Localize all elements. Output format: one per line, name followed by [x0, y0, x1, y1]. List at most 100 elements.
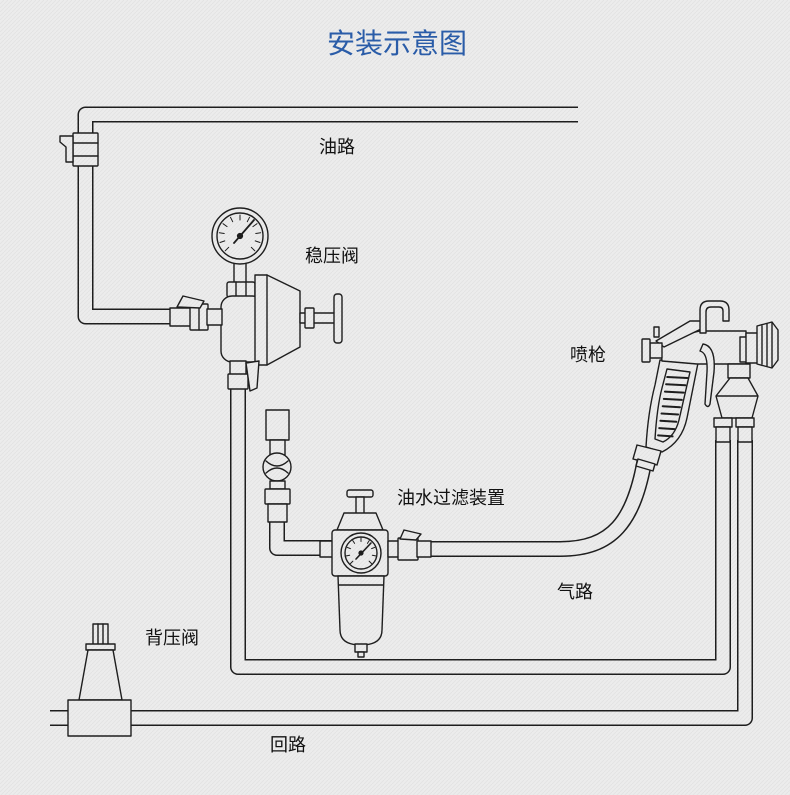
grip-ridge: [660, 412, 680, 416]
gauge-tick: [366, 540, 370, 544]
gauge-tick: [252, 223, 258, 228]
coupler-collar: [269, 480, 286, 490]
fluid-adjust-knob: [649, 342, 663, 359]
drain-valve: [354, 643, 368, 653]
oil-feed-pipe: [230, 388, 731, 675]
grip-ridge: [663, 390, 685, 394]
pipe-bore: [50, 440, 752, 725]
gauge-tick: [254, 240, 261, 243]
outlet-valve-connector: [416, 540, 432, 558]
coupler-barb: [267, 503, 288, 523]
gun-trigger: [699, 343, 715, 408]
gauge-tick: [255, 232, 262, 234]
gauge-tick: [222, 223, 228, 228]
gauge-pivot: [236, 232, 244, 240]
air-supply-pipe: [428, 456, 653, 557]
outlet-hex-nut: [227, 373, 249, 390]
air-inlet-coupler: [262, 409, 292, 523]
clamp-lever: [59, 135, 74, 163]
spray-gun: [632, 300, 779, 472]
pressure-gauge: [211, 207, 269, 265]
drain-tip: [357, 651, 365, 658]
return-outlet-barb: [737, 426, 753, 443]
grip-ridge: [661, 405, 681, 409]
knob-screw: [653, 326, 660, 338]
ball-valve-wing: [265, 467, 289, 474]
filter-knob: [346, 489, 374, 498]
oil-water-filter: [319, 489, 432, 658]
filter-pressure-gauge: [340, 532, 382, 574]
coupler-ball-valve: [262, 452, 292, 482]
gun-hook: [699, 300, 730, 334]
lock-nut: [304, 307, 315, 329]
gauge-tick: [371, 554, 377, 557]
gauge-tick: [352, 540, 356, 544]
gauge-needle: [233, 219, 255, 244]
side-port: [245, 360, 260, 392]
inlet-connector: [206, 308, 223, 326]
grip-ridge: [665, 383, 687, 387]
manifold-neck: [727, 363, 751, 379]
label-pressure-regulator: 稳压阀: [305, 246, 359, 267]
back-pressure-valve: [67, 623, 132, 737]
filter-inlet-stub: [319, 540, 334, 558]
label-return-line: 回路: [270, 735, 306, 756]
grip-ridges: [657, 376, 689, 438]
label-back-pressure-valve: 背压阀: [145, 628, 199, 649]
gauge-tick: [230, 216, 234, 223]
return-outlet-nut: [735, 417, 755, 428]
gauge-pivot: [358, 550, 364, 556]
knob-flange: [641, 338, 651, 363]
t-handle: [333, 293, 343, 344]
gauge-tick: [224, 246, 230, 252]
regulator-nut: [226, 281, 256, 298]
clamp-body: [72, 132, 99, 167]
gauge-tick: [346, 546, 351, 550]
pipe-bore: [231, 388, 730, 674]
valve-adjust-stem: [92, 623, 109, 647]
nozzle-body: [745, 332, 759, 364]
feed-outlet-nut: [713, 417, 733, 428]
gun-grip: [654, 368, 691, 443]
gauge-tick: [371, 546, 376, 550]
gauge-tick: [250, 246, 256, 252]
valve-cap: [85, 643, 116, 651]
inlet-valve-lever: [176, 295, 205, 309]
gauge-needle: [355, 542, 372, 560]
ball-valve-wing: [265, 460, 289, 467]
grip-ridge: [666, 376, 689, 379]
label-air-line: 气路: [557, 582, 593, 603]
gauge-tick: [368, 560, 373, 565]
oil-supply-pipe: [77, 106, 578, 325]
inlet-fitting: [169, 307, 192, 327]
grip-ridge: [659, 419, 678, 423]
filter-bowl: [337, 575, 385, 646]
filter-bonnet: [336, 512, 384, 531]
oil-line-clamp: [59, 132, 99, 167]
pipe-bore: [428, 456, 652, 556]
gauge-tick: [219, 240, 226, 243]
grip-ridge: [657, 434, 674, 438]
label-oil-water-filter: 油水过滤装置: [397, 488, 505, 509]
gauge-tick: [246, 216, 250, 223]
air-inlet-barb: [635, 458, 656, 472]
label-oil-line: 油路: [319, 137, 355, 158]
valve-base: [67, 699, 132, 737]
filter-knob-stem: [355, 496, 365, 515]
gauge-tick: [345, 554, 351, 557]
pressure-regulator: [169, 207, 343, 392]
outlet-valve-lever: [399, 529, 422, 541]
inlet-tube: [265, 409, 290, 441]
outlet-valve-body: [397, 537, 419, 561]
gauge-tick: [218, 232, 225, 234]
diagram-title: 安装示意图: [327, 27, 467, 60]
label-spray-gun: 喷枪: [570, 345, 606, 366]
outlet-connector: [229, 360, 247, 376]
feed-outlet-barb: [715, 426, 731, 443]
grip-ridge: [662, 397, 683, 401]
pipe-bore: [79, 108, 578, 323]
coupler-nut: [264, 488, 291, 505]
grip-ridge: [658, 427, 676, 431]
gauge-tick: [349, 560, 354, 565]
